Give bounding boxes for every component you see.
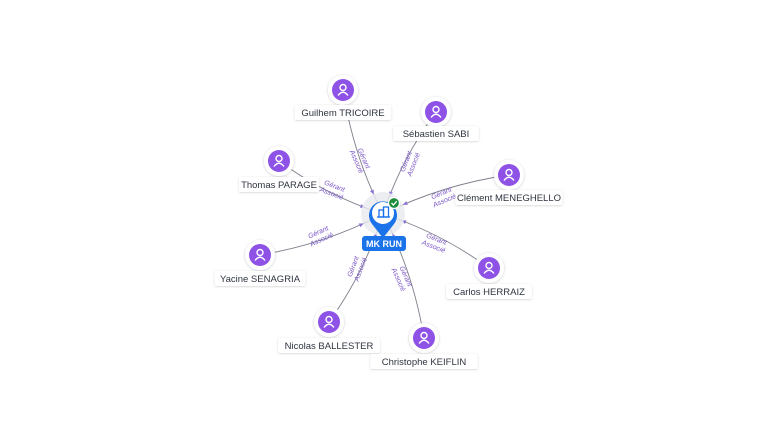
person-node-thomas[interactable]: Thomas PARAGE xyxy=(238,146,320,192)
person-node-clement[interactable]: Clément MENEGHELLO xyxy=(455,160,563,205)
person-label: Sébastien SABI xyxy=(403,129,470,140)
person-icon xyxy=(254,248,266,261)
person-icon xyxy=(483,261,495,274)
person-label-box xyxy=(214,271,306,286)
person-label: Yacine SENAGRIA xyxy=(220,274,301,285)
edge-arrow-clement xyxy=(402,201,408,205)
person-label-box xyxy=(238,177,320,192)
person-label: Clément MENEGHELLO xyxy=(457,193,561,204)
person-icon xyxy=(430,105,442,118)
person-label-box xyxy=(455,190,563,205)
person-node-christophe[interactable]: Christophe KEIFLIN xyxy=(370,323,478,369)
person-node-carlos[interactable]: Carlos HERRAIZ xyxy=(446,253,532,299)
person-label-box xyxy=(278,338,380,353)
person-label: Nicolas BALLESTER xyxy=(285,341,374,352)
person-icon xyxy=(418,331,430,344)
person-label-box xyxy=(370,354,478,369)
person-node-guilhem[interactable]: Guilhem TRICOIRE xyxy=(294,75,392,120)
person-node-sebastien[interactable]: Sébastien SABI xyxy=(393,97,479,141)
edge-arrow-guilhem xyxy=(370,189,374,195)
person-icon xyxy=(323,315,335,328)
edge-arrow-yacine xyxy=(358,223,364,228)
person-label: Thomas PARAGE xyxy=(241,180,317,191)
person-label: Christophe KEIFLIN xyxy=(382,357,467,368)
person-label-box xyxy=(393,126,479,141)
building-icon xyxy=(377,206,390,218)
center-company-node[interactable]: MK RUN xyxy=(361,192,406,251)
person-label: Carlos HERRAIZ xyxy=(453,287,525,298)
person-node-nicolas[interactable]: Nicolas BALLESTER xyxy=(278,307,380,353)
check-badge-icon xyxy=(387,196,401,210)
person-node-yacine[interactable]: Yacine SENAGRIA xyxy=(214,240,306,286)
person-icon xyxy=(503,168,515,181)
person-label-box xyxy=(294,105,392,120)
person-label-box xyxy=(446,284,532,299)
person-icon xyxy=(337,83,349,96)
person-label: Guilhem TRICOIRE xyxy=(301,108,384,119)
person-icon xyxy=(273,154,285,167)
center-label-box xyxy=(362,236,406,251)
center-label: MK RUN xyxy=(366,239,402,249)
person-nodes: Guilhem TRICOIRE Sébastien SABI Thomas PAR… xyxy=(214,75,563,369)
